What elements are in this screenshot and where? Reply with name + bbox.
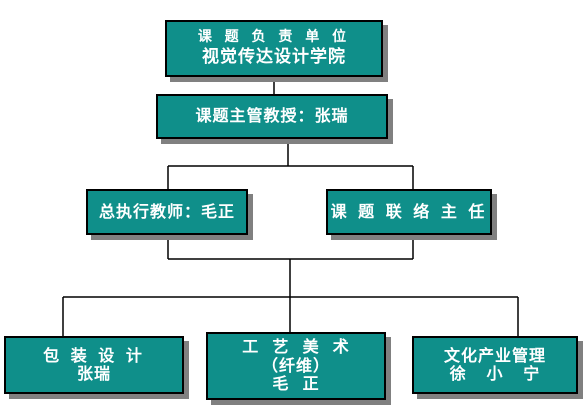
node-responsible-unit-name: 视觉传达设计学院 — [202, 47, 346, 68]
node-cultural-industry-management: 文化产业管理 徐 小 宁 — [412, 336, 578, 394]
node-craft-arts: 工 艺 美 术 （纤维） 毛 正 — [206, 332, 386, 400]
node-executive-teacher-label: 总执行教师：毛正 — [98, 201, 235, 221]
node-liaison-director: 课 题 联 络 主 任 — [326, 189, 492, 235]
node-executive-teacher: 总执行教师：毛正 — [86, 189, 248, 235]
node-responsible-unit-title: 课 题 负 责 单 位 — [197, 29, 351, 46]
node-craft-arts-subtitle: （纤维） — [261, 355, 330, 375]
node-supervising-professor-label: 课题主管教授：张瑞 — [195, 106, 349, 126]
node-packaging-design-title: 包 装 设 计 — [43, 345, 145, 365]
node-supervising-professor: 课题主管教授：张瑞 — [156, 94, 388, 139]
node-craft-arts-title: 工 艺 美 术 — [242, 337, 350, 357]
node-craft-arts-person: 毛 正 — [272, 374, 320, 394]
node-cultural-industry-management-person: 徐 小 宁 — [449, 364, 541, 383]
node-cultural-industry-management-title: 文化产业管理 — [443, 345, 546, 365]
node-packaging-design: 包 装 设 计 张瑞 — [4, 336, 184, 394]
node-responsible-unit: 课 题 负 责 单 位 视觉传达设计学院 — [165, 20, 383, 77]
node-liaison-director-label: 课 题 联 络 主 任 — [330, 201, 488, 221]
node-packaging-design-person: 张瑞 — [76, 364, 111, 383]
